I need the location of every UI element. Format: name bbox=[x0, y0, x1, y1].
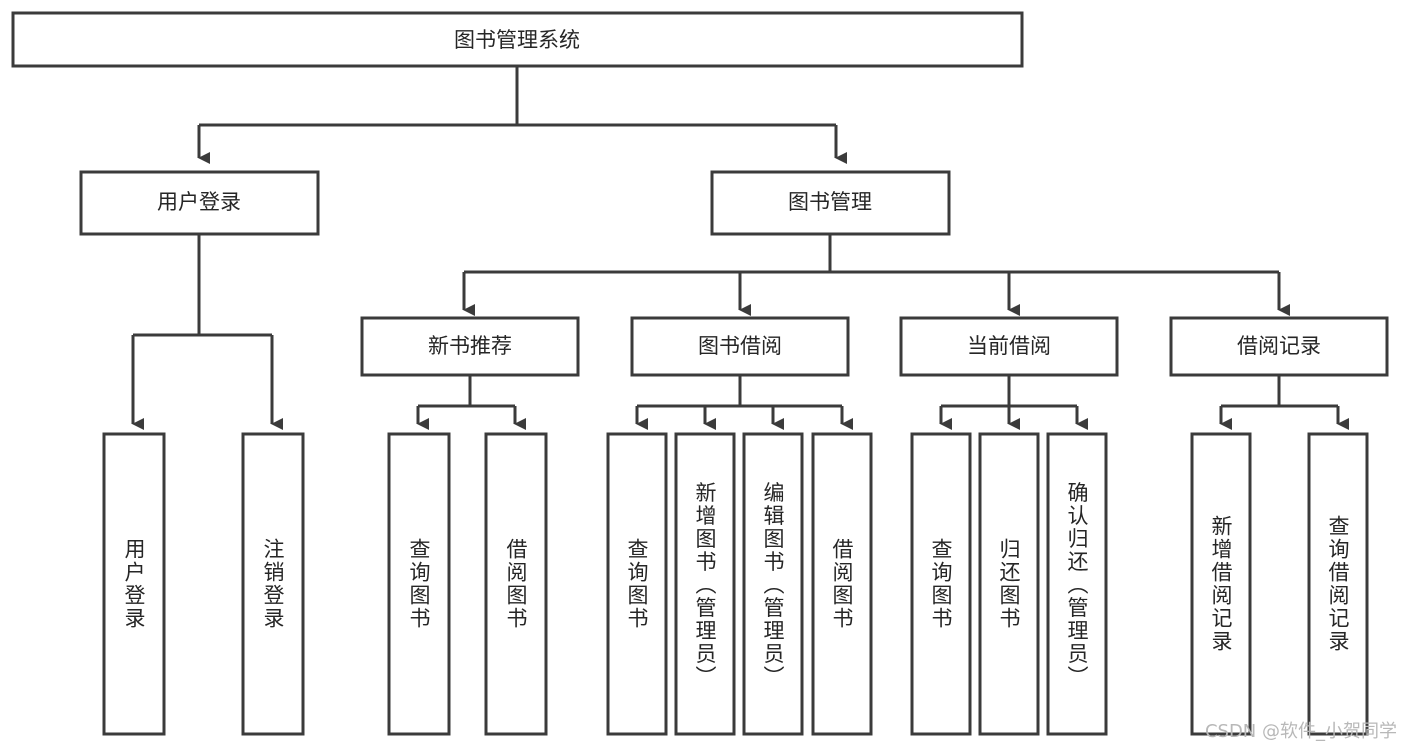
leaf-user-login-label: 用户登录 bbox=[122, 538, 146, 630]
leaf-borrow-add-book-admin-label: 新增图书（管理员） bbox=[693, 482, 717, 689]
leaf-record-query-record-label: 查询借阅记录 bbox=[1326, 515, 1350, 653]
leaf-borrow-borrow-books[interactable]: 借阅图书 bbox=[811, 432, 873, 736]
leaf-borrow-borrow-books-box[interactable] bbox=[811, 432, 873, 736]
leaf-record-query-record[interactable]: 查询借阅记录 bbox=[1307, 432, 1369, 736]
node-borrow-record-label: 借阅记录 bbox=[1237, 334, 1321, 358]
leaf-record-add-record-box[interactable] bbox=[1190, 432, 1252, 736]
leaf-borrow-add-book-admin-box[interactable] bbox=[674, 432, 736, 736]
leaf-borrow-borrow-books-label: 借阅图书 bbox=[830, 538, 854, 630]
leaf-current-confirm-return-admin-label: 确认归还（管理员） bbox=[1065, 482, 1089, 689]
node-new-book-recommend-label: 新书推荐 bbox=[428, 334, 512, 358]
node-borrow-record[interactable]: 借阅记录 bbox=[1169, 316, 1389, 377]
leaf-borrow-edit-book-admin-box[interactable] bbox=[742, 432, 804, 736]
node-current-borrow-label: 当前借阅 bbox=[967, 334, 1051, 358]
leaf-newbook-query-books-box[interactable] bbox=[387, 432, 451, 736]
leaf-borrow-add-book-admin[interactable]: 新增图书（管理员） bbox=[674, 432, 736, 736]
node-user-login-label: 用户登录 bbox=[157, 190, 241, 214]
leaf-logout-box[interactable] bbox=[241, 432, 305, 736]
node-root-box[interactable] bbox=[11, 11, 1024, 68]
node-book-management-label: 图书管理 bbox=[788, 190, 872, 214]
leaf-newbook-borrow-books-box[interactable] bbox=[484, 432, 548, 736]
node-current-borrow[interactable]: 当前借阅 bbox=[899, 316, 1119, 377]
leaf-borrow-edit-book-admin[interactable]: 编辑图书（管理员） bbox=[742, 432, 804, 736]
leaf-borrow-query-books[interactable]: 查询图书 bbox=[606, 432, 668, 736]
leaf-borrow-edit-book-admin-label: 编辑图书（管理员） bbox=[761, 482, 785, 689]
leaf-current-return-books-box[interactable] bbox=[978, 432, 1040, 736]
leaf-current-query-books[interactable]: 查询图书 bbox=[910, 432, 972, 736]
leaf-user-login-box[interactable] bbox=[102, 432, 166, 736]
node-root[interactable]: 图书管理系统 bbox=[11, 11, 1024, 68]
leaf-current-return-books-label: 归还图书 bbox=[997, 538, 1021, 630]
leaf-current-confirm-return-admin[interactable]: 确认归还（管理员） bbox=[1046, 432, 1108, 736]
node-borrow-record-box[interactable] bbox=[1169, 316, 1389, 377]
connector-newbook-to-leaves bbox=[416, 375, 526, 430]
connector-root-to-level2 bbox=[197, 66, 847, 164]
leaf-newbook-borrow-books[interactable]: 借阅图书 bbox=[484, 432, 548, 736]
leaf-newbook-query-books-label: 查询图书 bbox=[407, 538, 431, 630]
leaf-record-query-record-box[interactable] bbox=[1307, 432, 1369, 736]
node-book-borrow-box[interactable] bbox=[630, 316, 850, 377]
node-new-book-recommend[interactable]: 新书推荐 bbox=[360, 316, 580, 377]
leaf-current-confirm-return-admin-box[interactable] bbox=[1046, 432, 1108, 736]
node-book-borrow[interactable]: 图书借阅 bbox=[630, 316, 850, 377]
connector-record-to-leaves bbox=[1219, 375, 1349, 430]
leaf-record-add-record-label: 新增借阅记录 bbox=[1209, 515, 1233, 653]
leaf-current-return-books[interactable]: 归还图书 bbox=[978, 432, 1040, 736]
connector-borrow-to-leaves bbox=[635, 375, 853, 430]
node-book-management-box[interactable] bbox=[710, 170, 951, 236]
leaf-borrow-query-books-box[interactable] bbox=[606, 432, 668, 736]
node-root-label: 图书管理系统 bbox=[454, 28, 580, 52]
leaf-borrow-query-books-label: 查询图书 bbox=[625, 538, 649, 630]
node-book-borrow-label: 图书借阅 bbox=[698, 334, 782, 358]
leaf-logout-label: 注销登录 bbox=[261, 538, 285, 630]
node-new-book-recommend-box[interactable] bbox=[360, 316, 580, 377]
connector-current-to-leaves bbox=[939, 375, 1088, 430]
connector-userlogin-to-leaves bbox=[131, 234, 283, 430]
node-user-login-box[interactable] bbox=[79, 170, 320, 236]
leaf-user-login[interactable]: 用户登录 bbox=[102, 432, 166, 736]
leaf-current-query-books-box[interactable] bbox=[910, 432, 972, 736]
node-user-login[interactable]: 用户登录 bbox=[79, 170, 320, 236]
connector-bookmgmt-to-level3 bbox=[462, 234, 1290, 316]
leaf-current-query-books-label: 查询图书 bbox=[929, 538, 953, 630]
leaf-record-add-record[interactable]: 新增借阅记录 bbox=[1190, 432, 1252, 736]
leaf-logout[interactable]: 注销登录 bbox=[241, 432, 305, 736]
node-book-management[interactable]: 图书管理 bbox=[710, 170, 951, 236]
node-current-borrow-box[interactable] bbox=[899, 316, 1119, 377]
leaf-newbook-borrow-books-label: 借阅图书 bbox=[504, 538, 528, 630]
leaf-newbook-query-books[interactable]: 查询图书 bbox=[387, 432, 451, 736]
